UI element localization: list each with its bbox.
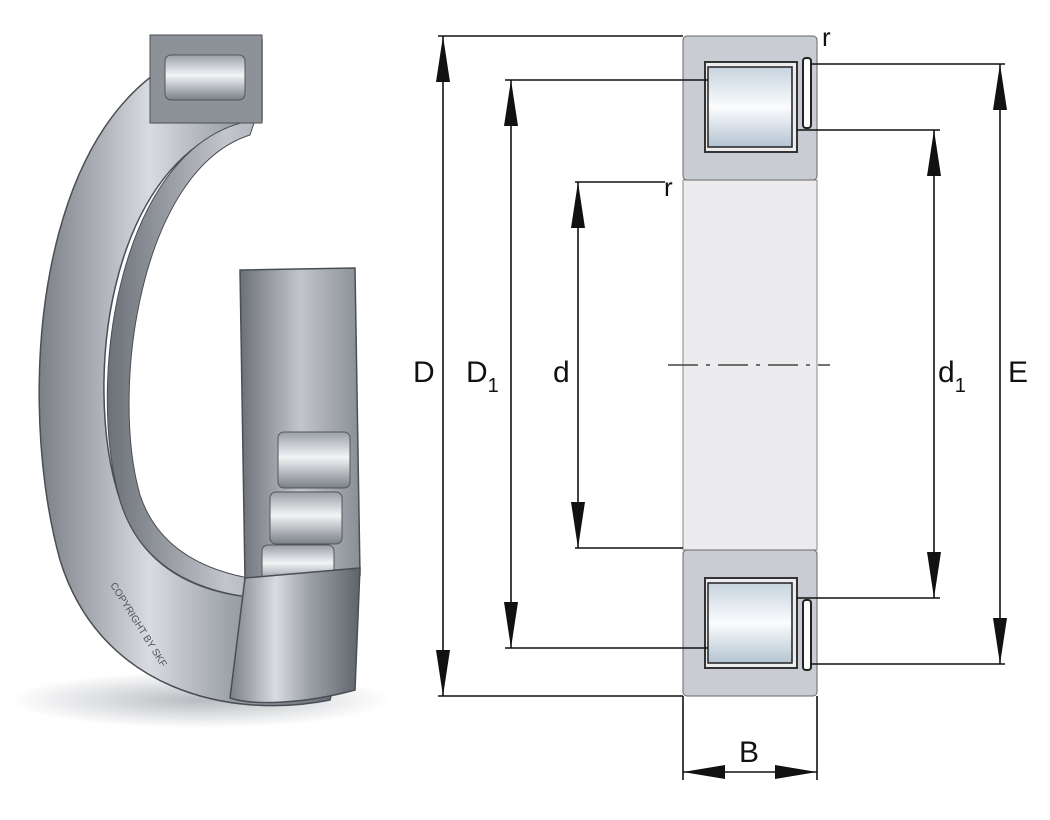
top-snap-ring — [802, 57, 812, 129]
cut-roller-1 — [277, 431, 351, 489]
arrow-d-bottom — [571, 502, 585, 548]
bearing-photo: COPYRIGHT BY SKF — [10, 34, 390, 728]
cut-roller-2 — [269, 491, 343, 545]
label-D1-sub: 1 — [488, 375, 499, 397]
arrow-D1-bottom — [504, 602, 518, 648]
bottom-roller-body — [707, 582, 793, 664]
arrow-B-right — [775, 765, 817, 779]
outer-ring — [38, 39, 356, 707]
bottom-flange — [229, 567, 361, 704]
arrow-d1-top — [927, 130, 941, 176]
dimension-drawing: D D1 d d1 E B r r — [413, 22, 1028, 780]
label-d1: d1 — [938, 356, 966, 397]
arrow-D-top — [436, 36, 450, 82]
label-B: B — [739, 736, 759, 769]
arrow-D1-top — [504, 80, 518, 126]
label-d: d — [553, 356, 570, 389]
bottom-snap-ring — [802, 599, 812, 671]
arrow-E-top — [993, 64, 1007, 110]
arrow-d1-bottom — [927, 552, 941, 598]
label-r-inner: r — [664, 172, 673, 202]
label-d1-sub: 1 — [955, 375, 966, 397]
label-D1: D1 — [466, 356, 499, 397]
label-r-top: r — [822, 22, 831, 52]
arrow-B-left — [683, 765, 725, 779]
label-D: D — [413, 356, 435, 389]
arrow-d-top — [571, 182, 585, 228]
label-E: E — [1008, 356, 1028, 389]
label-D1-main: D — [466, 356, 488, 389]
top-roller — [164, 54, 246, 101]
top-roller-body — [707, 66, 793, 148]
arrow-E-bottom — [993, 618, 1007, 664]
label-d1-main: d — [938, 356, 955, 389]
arrow-D-bottom — [436, 650, 450, 696]
